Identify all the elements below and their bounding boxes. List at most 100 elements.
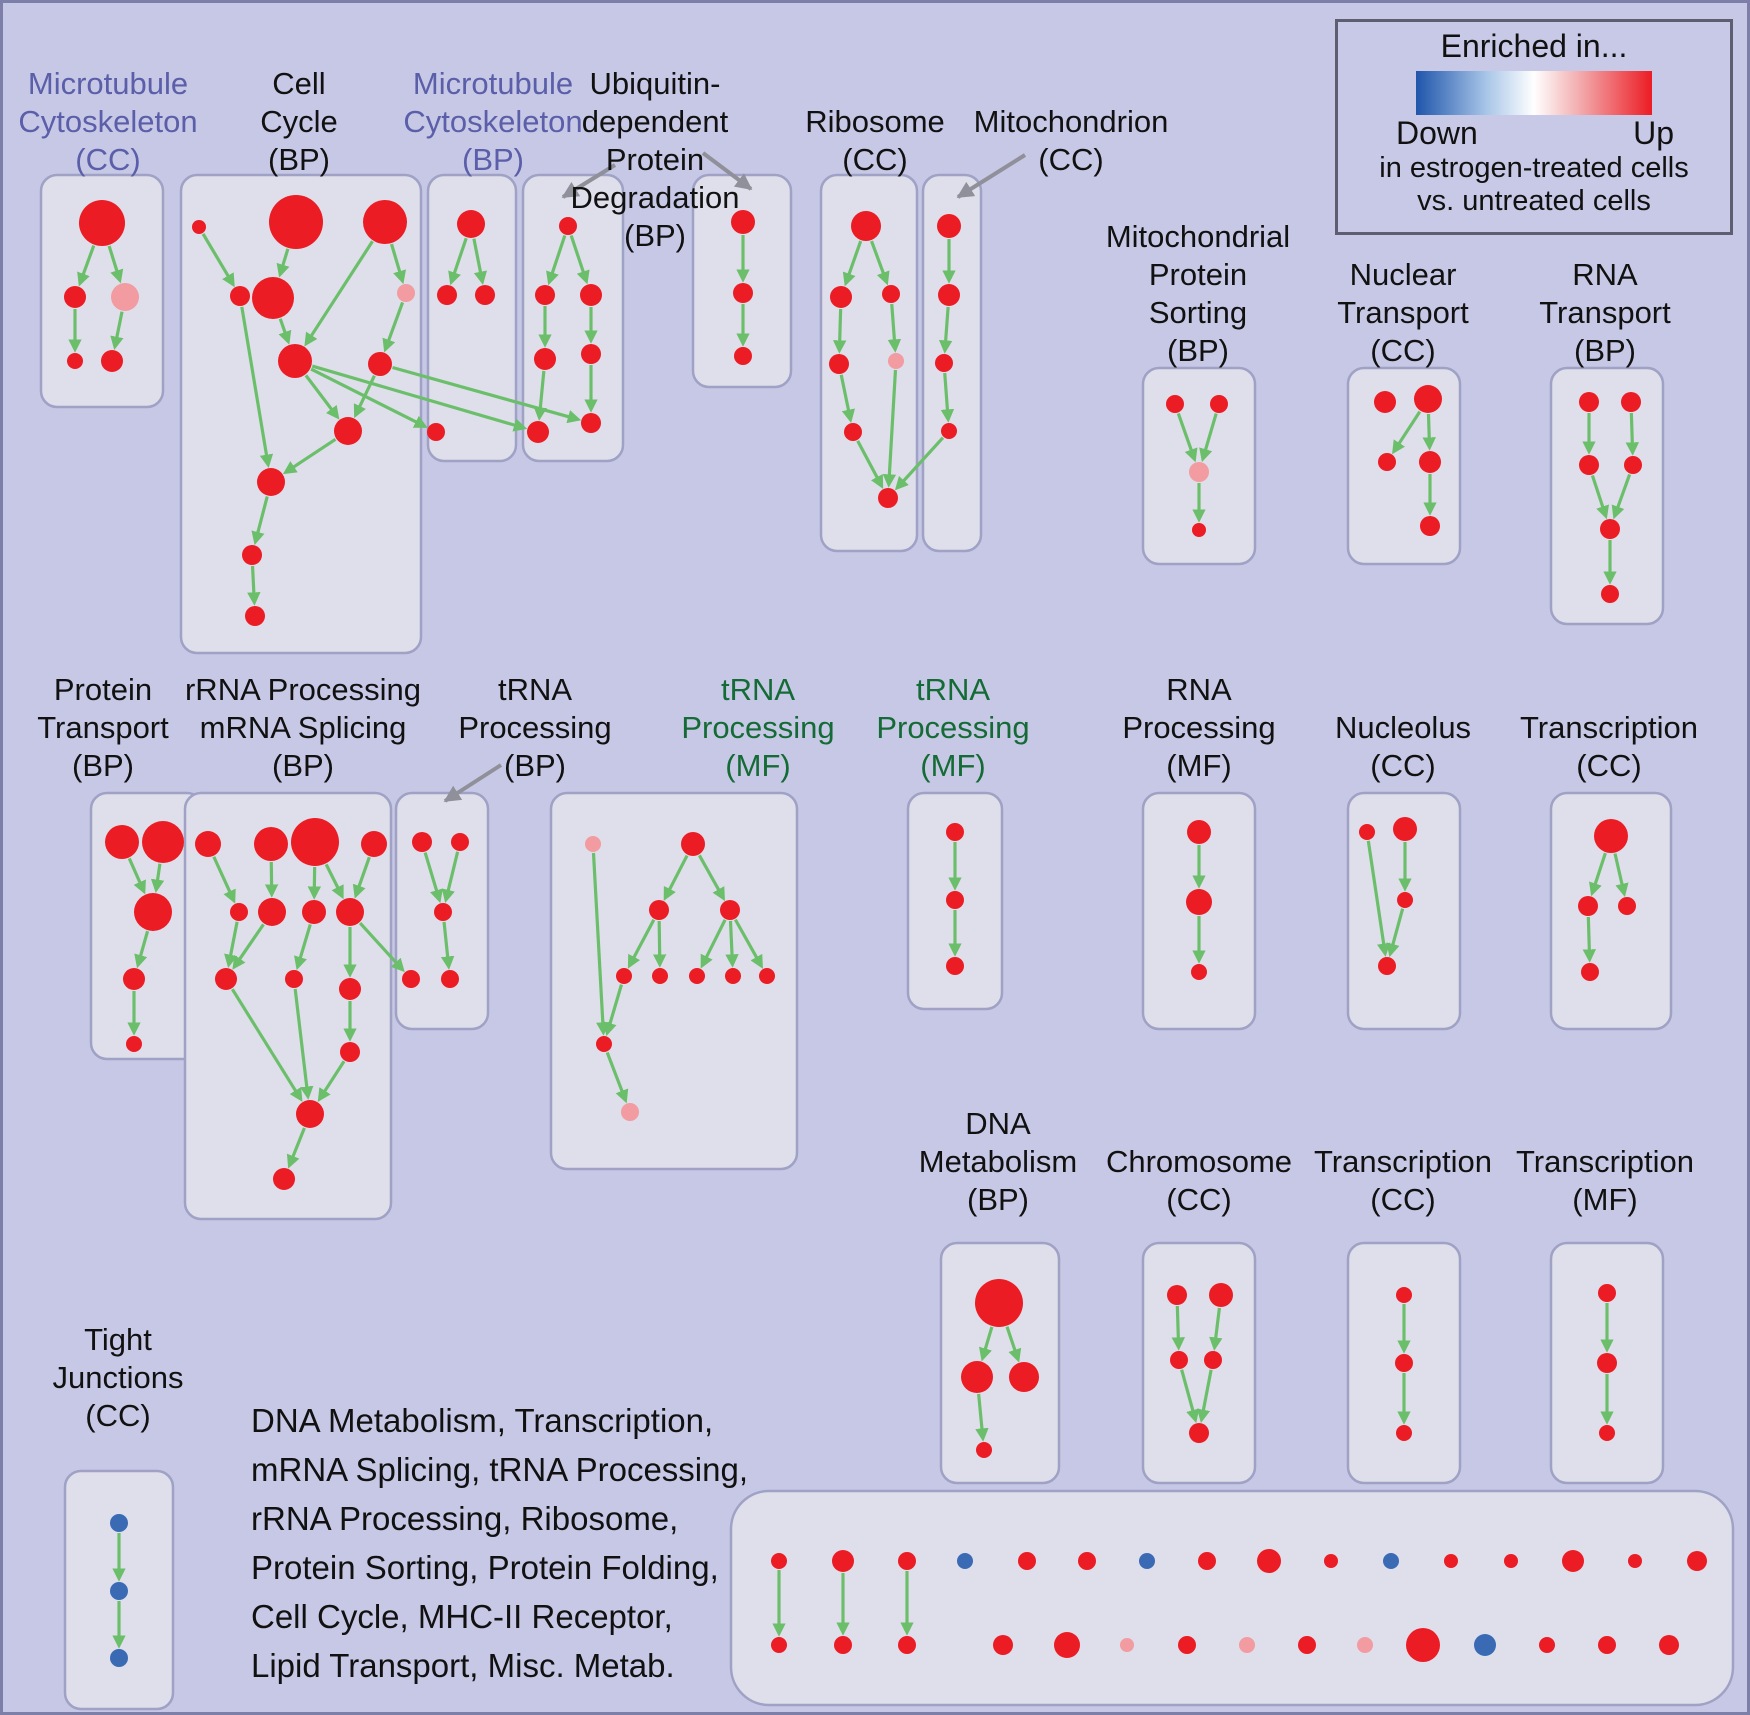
go-term-node — [581, 344, 601, 364]
misc-cluster-description: DNA Metabolism, Transcription, mRNA Spli… — [251, 1396, 748, 1690]
relationship-edge — [293, 988, 314, 1100]
cluster-label-protein-transport: Protein Transport (BP) — [37, 672, 169, 783]
go-term-node — [1397, 892, 1413, 908]
relationship-edge — [839, 374, 856, 423]
go-term-node — [1687, 1551, 1707, 1571]
go-term-node — [941, 423, 957, 439]
go-term-node — [689, 968, 705, 984]
legend-title: Enriched in... — [1440, 28, 1628, 64]
go-term-node — [961, 1361, 993, 1393]
relationship-edge — [870, 240, 890, 286]
go-term-node — [1393, 817, 1417, 841]
go-term-node — [596, 1036, 612, 1052]
go-term-node — [1078, 1552, 1096, 1570]
relationship-edge — [212, 856, 236, 904]
go-term-node — [1594, 819, 1628, 853]
go-term-node — [1579, 392, 1599, 412]
relationship-edge — [1180, 1369, 1200, 1424]
relationship-edge — [1196, 1369, 1213, 1423]
relationship-edge — [110, 311, 124, 350]
go-term-node — [581, 413, 601, 433]
cluster-label-dna-metabolism: DNA Metabolism (BP) — [918, 1106, 1078, 1217]
go-term-node — [1186, 889, 1212, 915]
go-term-node — [254, 827, 288, 861]
go-term-node — [441, 970, 459, 988]
relationship-edge — [310, 367, 428, 428]
go-term-node — [1239, 1637, 1255, 1653]
cluster-label-nucleolus-cc: Nucleolus (CC) — [1334, 710, 1472, 783]
go-term-node — [771, 1553, 787, 1569]
go-term-node — [1374, 391, 1396, 413]
go-term-node — [242, 545, 262, 565]
go-term-node — [215, 968, 237, 990]
relationship-edge — [856, 440, 884, 489]
relationship-edge — [358, 922, 405, 973]
go-term-node — [649, 900, 669, 920]
go-term-node — [258, 898, 286, 926]
cluster-label-transcription-cc-2: Transcription (CC) — [1313, 1144, 1493, 1217]
relationship-edge — [591, 852, 610, 1036]
relationship-edge — [700, 919, 727, 969]
cluster-box-chromosome-cc — [1141, 1241, 1257, 1485]
go-term-node — [681, 832, 705, 856]
cluster-label-rrna-mrna: rRNA Processing mRNA Splicing (BP) — [184, 672, 422, 783]
relationship-edge — [940, 372, 955, 423]
go-term-node — [412, 832, 432, 852]
cluster-label-rna-processing-mf: RNA Processing (MF) — [1122, 672, 1276, 783]
go-term-node — [585, 836, 601, 852]
go-term-node — [829, 354, 849, 374]
go-term-node — [363, 200, 407, 244]
go-term-node — [1378, 453, 1396, 471]
go-term-node — [123, 968, 145, 990]
relationship-edge — [1171, 1305, 1186, 1351]
go-term-node — [1504, 1554, 1518, 1568]
cluster-label-nuclear-transport: Nuclear Transport (CC) — [1337, 257, 1469, 368]
go-term-node — [1120, 1638, 1134, 1652]
legend-subtitle-line2: vs. untreated cells — [1417, 185, 1651, 217]
relationship-edge — [1386, 908, 1405, 958]
relationship-edge — [324, 863, 344, 900]
cluster-box-nucleolus-cc — [1346, 791, 1462, 1031]
go-term-node — [1562, 1550, 1584, 1572]
go-term-node — [535, 285, 555, 305]
go-term-node — [733, 283, 753, 303]
relationship-edge — [77, 244, 96, 287]
cluster-label-rna-transport: RNA Transport (BP) — [1539, 257, 1671, 368]
go-term-node — [844, 423, 862, 441]
go-term-node — [1406, 1628, 1440, 1662]
go-term-node — [110, 1649, 128, 1667]
relationship-edge — [232, 923, 265, 970]
cluster-box-rna-transport — [1549, 366, 1665, 626]
relationship-edge — [733, 918, 763, 969]
go-term-node — [437, 285, 457, 305]
relationship-edge — [882, 369, 898, 488]
relationship-edge — [1613, 853, 1629, 898]
go-term-node — [1420, 516, 1440, 536]
go-term-node — [105, 825, 139, 859]
go-term-node — [1396, 1425, 1412, 1441]
go-term-node — [1257, 1549, 1281, 1573]
go-term-node — [731, 210, 755, 234]
go-term-node — [67, 353, 83, 369]
go-term-node — [720, 900, 740, 920]
cluster-label-trna-mf-1: tRNA Processing (MF) — [681, 672, 835, 783]
go-term-node — [1357, 1637, 1373, 1653]
relationship-edge — [304, 240, 374, 347]
go-term-node — [134, 893, 172, 931]
relationship-edge — [1199, 413, 1218, 463]
relationship-edge — [282, 437, 337, 475]
cluster-label-mito-protein-sorting: Mitochondrial Protein Sorting (BP) — [1105, 219, 1291, 368]
go-term-node — [1581, 963, 1599, 981]
relationship-edge — [247, 565, 261, 606]
go-term-node — [1621, 392, 1641, 412]
relationship-edge — [1589, 852, 1607, 897]
go-term-node — [1396, 1287, 1412, 1303]
relationship-edge — [201, 233, 235, 288]
relationship-edge — [1590, 474, 1610, 520]
relationship-edge — [979, 1326, 994, 1362]
go-term-node — [302, 900, 326, 924]
legend-up-label: Up — [1633, 115, 1674, 151]
go-term-node — [1189, 462, 1209, 482]
cluster-label-trna-mf-2: tRNA Processing (MF) — [876, 672, 1030, 783]
